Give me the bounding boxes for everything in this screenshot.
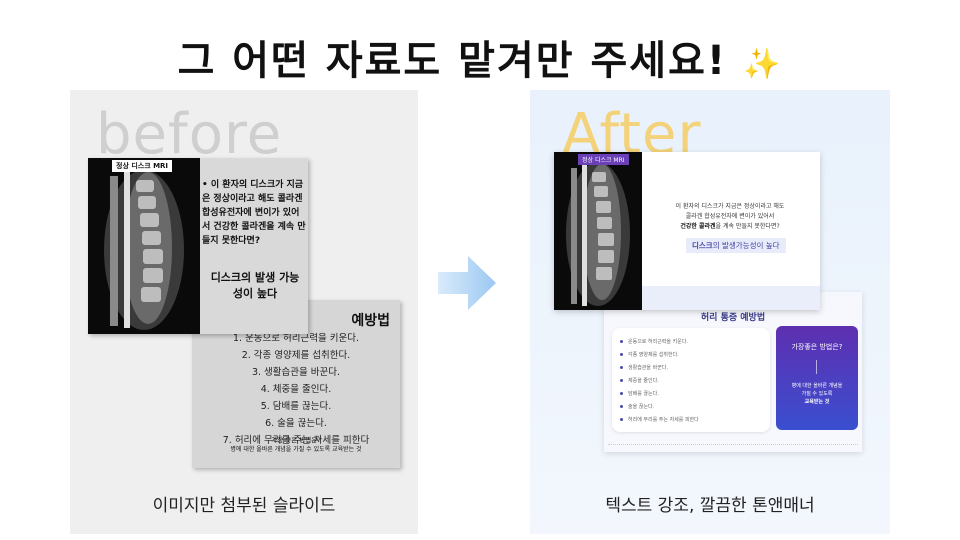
mri-tag: 정상 디스크 MRI — [578, 154, 629, 165]
list-item: 허리에 무리를 주는 자세를 피한다 — [620, 414, 699, 427]
list-item: 운동으로 허리근력을 키운다. — [620, 336, 699, 349]
mri-tag: 정상 디스크 MRI — [112, 160, 173, 172]
list-item: 7. 허리에 무리를 주는 자세를 피한다 — [222, 435, 370, 446]
before-panel: before 예방법 1. 운동으로 허리근력을 키운다. 2. 각종 영양제를… — [70, 90, 418, 534]
before-prevention-list: 1. 운동으로 허리근력을 키운다. 2. 각종 영양제를 섭취한다. 3. 생… — [192, 330, 400, 449]
after-slide2-heading: 허리 통증 예방법 — [700, 313, 766, 323]
mri-image: 정상 디스크 MRI — [88, 158, 200, 334]
after-body-text: 이 환자의 디스크가 지금은 정상이라고 해도 콜라겐 합성유전자에 변이가 있… — [675, 203, 785, 230]
list-item: 생활습관을 바꾼다. — [620, 362, 699, 375]
list-item: 각종 영양제를 섭취한다. — [620, 349, 699, 362]
list-item: 2. 각종 영양제를 섭취한다. — [241, 350, 351, 361]
after-slide1-content — [642, 152, 820, 310]
best-method-answer: 병에 대한 올바른 개념을 가질 수 있도록 교육받는 것 — [791, 383, 843, 405]
before-caption: 이미지만 첨부된 슬라이드 — [152, 496, 336, 516]
after-panel: After 허리 통증 예방법 운동으로 허리근력을 키운다. 각종 영양제를 … — [530, 90, 890, 534]
before-slide2-heading: 예방법 — [351, 313, 390, 329]
list-item: 담배를 끊는다. — [620, 388, 699, 401]
mri-image: 정상 디스크 MRI — [554, 152, 642, 310]
after-list-card: 운동으로 허리근력을 키운다. 각종 영양제를 섭취한다. 생활습관을 바꾼다.… — [612, 328, 770, 432]
before-emphasis-text: 디스크의 발생 가능성이 높다 — [210, 271, 300, 300]
before-note-answer: 병에 대한 올바른 개념을 가질 수 있도록 교육받는 것 — [230, 446, 362, 453]
after-slide1-band — [642, 286, 820, 310]
after-caption: 텍스트 강조, 깔끔한 톤앤매너 — [605, 496, 815, 516]
after-callout: 디스크의 발생가능성이 높다 — [686, 238, 786, 253]
list-item: 3. 생활습관을 바꾼다. — [251, 367, 341, 378]
before-bullet-text: • 이 환자의 디스크가 지금은 정상이라고 해도 콜라겐 합성유전자에 변이가… — [202, 180, 306, 246]
right-arrow-icon — [436, 252, 498, 318]
before-slide-mri: 정상 디스크 MRI • 이 환자의 디스크가 지금은 정상이라고 해도 콜라겐… — [88, 158, 308, 334]
list-item: 1. 운동으로 허리근력을 키운다. — [232, 333, 360, 344]
list-item: 4. 체중을 줄인다. — [260, 384, 332, 395]
dotted-divider — [608, 444, 858, 446]
list-item: 5. 담배를 끊는다. — [260, 401, 332, 412]
after-prevention-list: 운동으로 허리근력을 키운다. 각종 영양제를 섭취한다. 생활습관을 바꾼다.… — [620, 336, 699, 427]
best-method-question: 가장좋은 방법은? — [791, 343, 843, 351]
after-slide-prevention: 허리 통증 예방법 운동으로 허리근력을 키운다. 각종 영양제를 섭취한다. … — [604, 292, 862, 452]
list-item: 6. 술을 끊는다. — [265, 418, 327, 429]
divider-line — [816, 360, 817, 374]
headline-text: 그 어떤 자료도 맡겨만 주세요! — [177, 38, 728, 84]
list-item: 체중을 줄인다. — [620, 375, 699, 388]
before-note-question: 가장 좋은 방법은? — [271, 436, 321, 444]
after-slide-mri: 정상 디스크 MRI 이 환자의 디스크가 지금은 정상이라고 해도 콜라겐 합… — [554, 152, 820, 310]
page-headline: 그 어떤 자료도 맡겨만 주세요! ✨ — [0, 28, 960, 86]
before-label: before — [96, 102, 283, 167]
list-item: 술을 끊는다. — [620, 401, 699, 414]
best-method-box: 가장좋은 방법은? 병에 대한 올바른 개념을 가질 수 있도록 교육받는 것 — [776, 326, 858, 430]
sparkle-icon: ✨ — [743, 47, 783, 82]
